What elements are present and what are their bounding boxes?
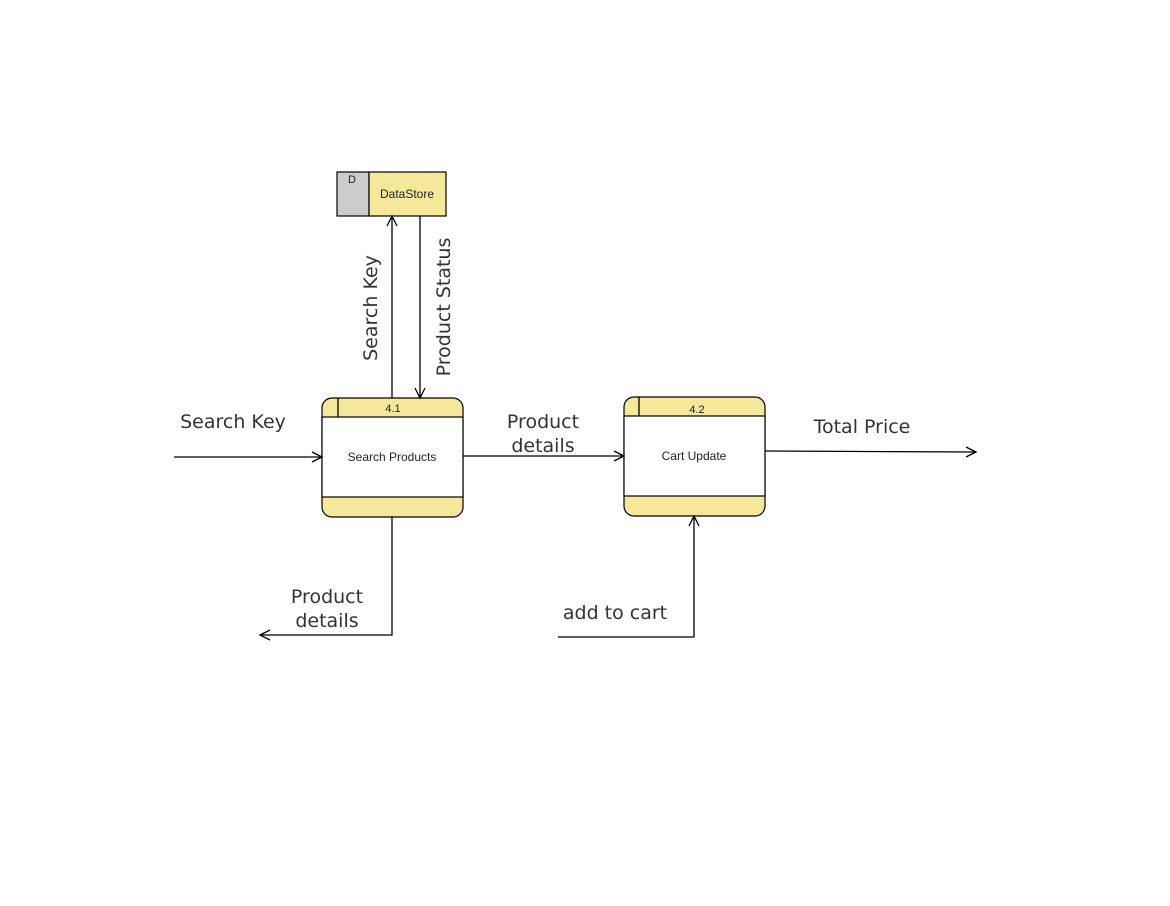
flow-search-key-in[interactable]: Search Key [174, 411, 324, 463]
datastore-name-cell [368, 171, 447, 217]
process-number: 4.1 [385, 403, 400, 415]
process-name: Search Products [348, 450, 437, 464]
flow-label-line1: Product [507, 411, 579, 433]
flow-product-details-between[interactable]: Product details [463, 411, 626, 462]
flow-product-status[interactable]: Product Status [414, 216, 455, 400]
datastore[interactable]: D DataStore [336, 171, 447, 217]
process-search-products[interactable]: 4.1 Search Products [321, 397, 464, 518]
flow-label-line2: details [295, 610, 358, 632]
datastore-id-label: D [348, 174, 356, 186]
flow-label: Search Key [360, 255, 382, 361]
flow-search-key-to-store[interactable]: Search Key [360, 214, 398, 398]
flow-label-line1: Product [291, 586, 363, 608]
process-cart-update[interactable]: 4.2 Cart Update [623, 396, 766, 517]
flow-label: Total Price [813, 416, 911, 438]
flow-label: add to cart [563, 602, 667, 624]
datastore-name-label: DataStore [380, 187, 434, 201]
datastore-id-cell [336, 171, 370, 217]
process-number: 4.2 [689, 404, 704, 416]
flow-add-to-cart[interactable]: add to cart [558, 514, 700, 638]
process-name: Cart Update [662, 449, 727, 463]
flow-label: Search Key [180, 411, 286, 433]
flow-label-line2: details [511, 435, 574, 457]
flow-total-price[interactable]: Total Price [764, 416, 978, 458]
flow-label: Product Status [433, 238, 455, 377]
flow-product-details-out[interactable]: Product details [258, 517, 393, 641]
